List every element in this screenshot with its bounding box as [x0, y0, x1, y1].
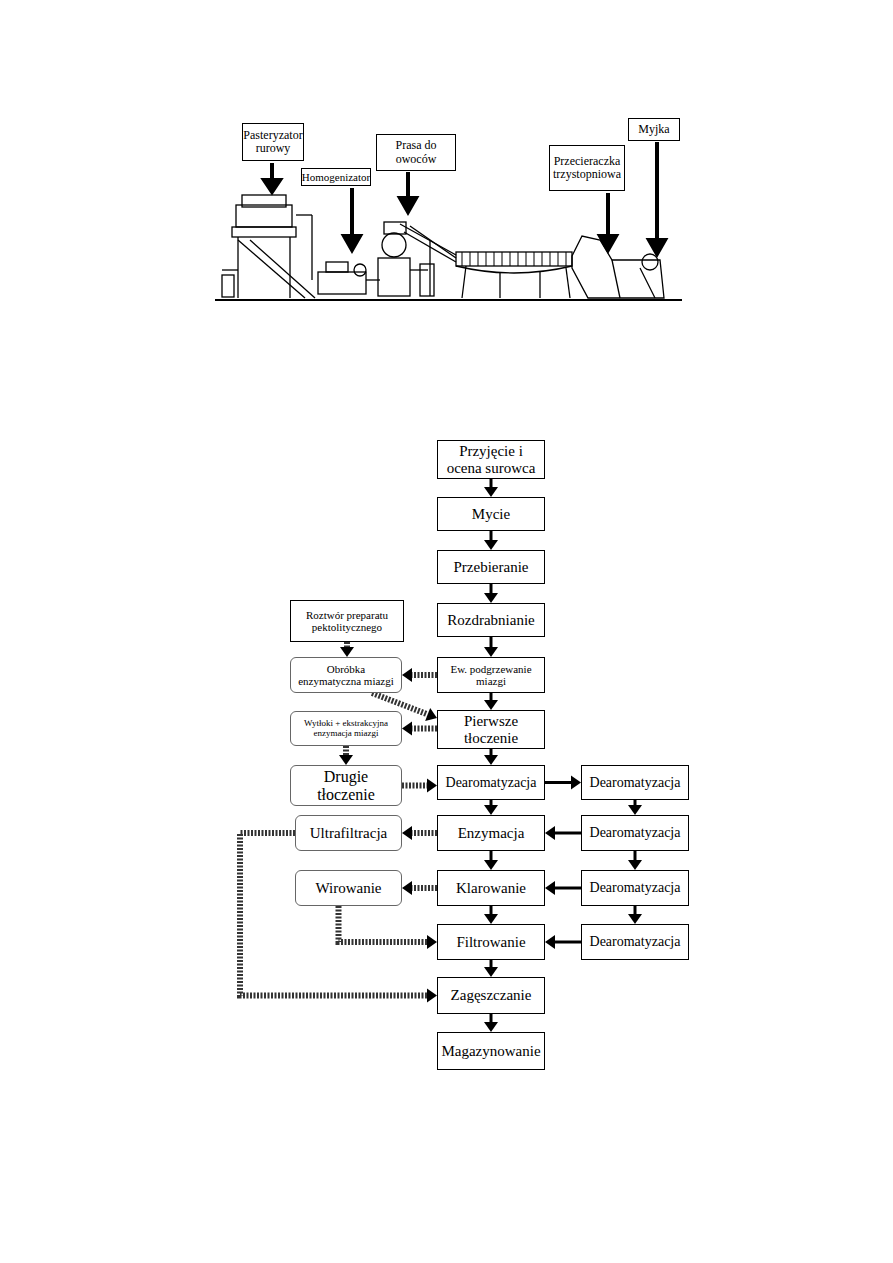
- node-label: Drugie tłoczenie: [294, 768, 398, 803]
- dashed-arrow: [240, 833, 437, 1003]
- process-box: Magazynowanie: [437, 1032, 545, 1070]
- process-box: Filtrowanie: [437, 924, 545, 960]
- node-label: Klarowanie: [456, 880, 526, 897]
- flow-arrow: [484, 800, 498, 815]
- node-label: Homogenizator: [302, 171, 370, 183]
- alt-process-box: Ultrafiltracja: [295, 815, 402, 851]
- node-label: Obróbka enzymatyczna miazgi: [294, 663, 398, 687]
- node-label: Ew. podgrzewanie miazgi: [441, 663, 541, 687]
- flow-arrow: [628, 851, 642, 870]
- dashed-arrow: [402, 779, 437, 793]
- node-label: Wirowanie: [315, 880, 381, 897]
- dashed-arrow: [340, 642, 354, 657]
- alt-process-box: Obróbka enzymatyczna miazgi: [290, 657, 402, 693]
- node-label: Dearomatyzacja: [590, 934, 681, 949]
- process-box: Przebieranie: [437, 550, 545, 584]
- flow-arrow: [545, 826, 581, 840]
- node-label: Zagęszczanie: [451, 987, 532, 1004]
- node-label: Rozdrabnianie: [447, 612, 534, 629]
- node-label: Dearomatyzacja: [590, 825, 681, 840]
- alt-process-box: Drugie tłoczenie: [290, 765, 402, 806]
- node-label: Pasteryzator rurowy: [243, 129, 302, 155]
- process-box: Ew. podgrzewanie miazgi: [437, 657, 545, 693]
- process-box: Zagęszczanie: [437, 977, 545, 1014]
- flow-arrow: [484, 479, 498, 497]
- flow-arrow: [545, 776, 581, 790]
- node-label: Enzymacja: [458, 825, 525, 842]
- dashed-arrow: [402, 881, 437, 895]
- process-box: Enzymacja: [437, 815, 545, 851]
- flow-arrow: [545, 881, 581, 895]
- flow-arrow: [484, 1014, 498, 1032]
- node-label: Przyjęcie i ocena surowca: [441, 443, 541, 476]
- node-label: Mycie: [472, 506, 510, 523]
- flow-arrow: [628, 800, 642, 815]
- flow-arrow: [628, 906, 642, 924]
- alt-process-box: Wytłoki + ekstrakcyjna enzymacja miazgi: [290, 711, 402, 746]
- process-box: Mycie: [437, 497, 545, 531]
- callout-box: Prasa do owoców: [376, 134, 456, 171]
- dashed-arrow: [339, 906, 438, 949]
- node-label: Przecieraczka trzystopniowa: [553, 155, 621, 181]
- node-label: Wytłoki + ekstrakcyjna enzymacja miazgi: [294, 719, 398, 739]
- node-label: Prasa do owoców: [380, 139, 452, 165]
- dashed-arrow: [402, 668, 437, 682]
- callout-box: Homogenizator: [301, 168, 371, 186]
- dashed-arrow: [339, 746, 353, 765]
- node-label: Magazynowanie: [441, 1043, 540, 1060]
- flow-arrow: [484, 693, 498, 710]
- node-label: Myjka: [638, 123, 669, 136]
- node-label: Dearomatyzacja: [590, 775, 681, 790]
- process-box: Dearomatyzacja: [581, 765, 689, 800]
- alt-process-box: Wirowanie: [295, 870, 402, 906]
- process-box: Pierwsze tłoczenie: [437, 710, 545, 749]
- flow-arrow: [484, 851, 498, 870]
- callout-box: Myjka: [628, 118, 680, 141]
- flow-arrow: [484, 906, 498, 924]
- node-label: Roztwór preparatu pektolitycznego: [294, 609, 400, 633]
- process-box: Rozdrabnianie: [437, 603, 545, 637]
- flow-arrow: [484, 584, 498, 603]
- dashed-arrow: [402, 722, 437, 736]
- flow-arrow: [484, 531, 498, 550]
- node-label: Dearomatyzacja: [446, 775, 537, 790]
- node-label: Przebieranie: [454, 559, 529, 576]
- node-label: Pierwsze tłoczenie: [441, 713, 541, 746]
- process-box: Dearomatyzacja: [581, 815, 689, 851]
- flow-arrow: [484, 637, 498, 657]
- node-label: Ultrafiltracja: [310, 825, 387, 842]
- flow-arrow: [484, 960, 498, 977]
- process-box: Dearomatyzacja: [437, 765, 545, 800]
- process-box: Klarowanie: [437, 870, 545, 906]
- input-box: Roztwór preparatu pektolitycznego: [290, 600, 404, 642]
- callout-box: Przecieraczka trzystopniowa: [549, 145, 625, 191]
- process-box: Dearomatyzacja: [581, 924, 689, 960]
- process-box: Dearomatyzacja: [581, 870, 689, 906]
- process-box: Przyjęcie i ocena surowca: [437, 440, 545, 479]
- flow-arrow: [484, 749, 498, 765]
- callout-box: Pasteryzator rurowy: [242, 123, 304, 161]
- node-label: Filtrowanie: [456, 934, 525, 951]
- node-label: Dearomatyzacja: [590, 880, 681, 895]
- flow-arrow: [545, 935, 581, 949]
- dashed-arrow: [402, 826, 437, 840]
